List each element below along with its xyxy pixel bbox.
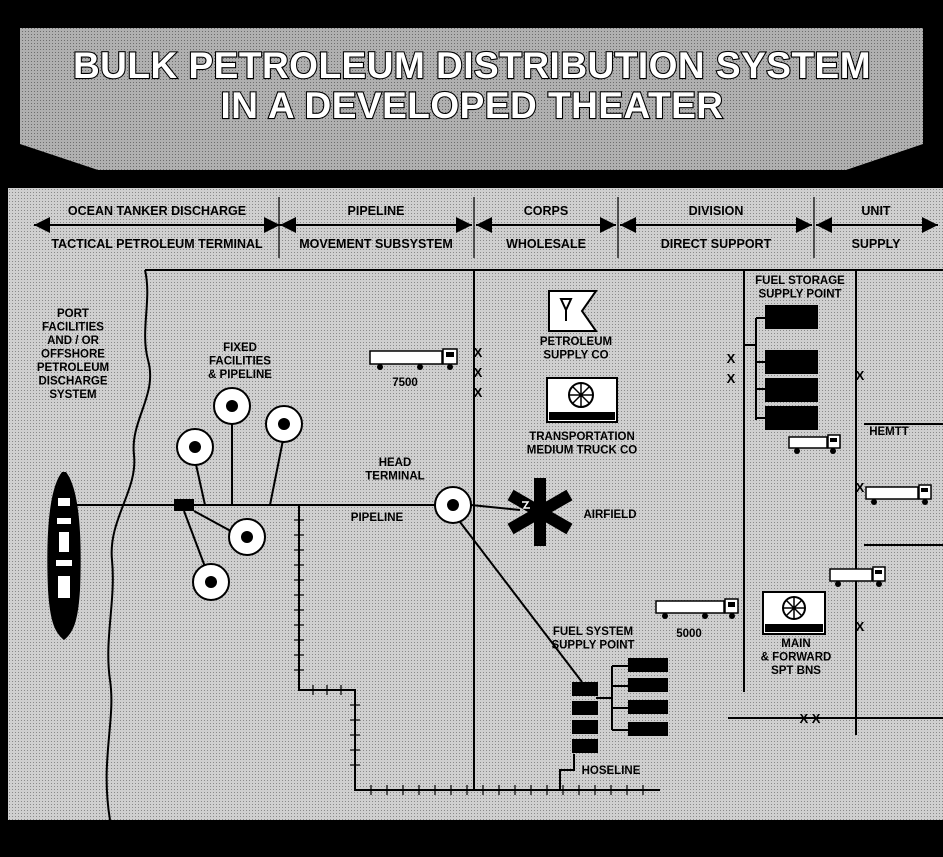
label-line: SUPPLY CO [543,350,608,362]
label-line: TRANSPORTATION [529,431,635,443]
bladder-icon [765,378,818,402]
hemtt-truck-icon [788,434,841,454]
tactical-pipeline [294,505,660,795]
boundary-mark: X [474,365,483,380]
fuel-storage-supply-point-label: FUEL STORAGE SUPPLY POINT [755,275,845,301]
airfield-icon [507,478,573,546]
boundary-mark: X [856,619,865,634]
transportation-truck-co-label: TRANSPORTATION MEDIUM TRUCK CO [527,431,638,457]
col-4-top: DIVISION [689,204,744,218]
pipeline-label: PIPELINE [351,512,404,524]
tanker-truck-5000-icon [655,598,739,619]
tanker-ship-icon [47,472,81,640]
fuel-truck-icon [829,566,886,587]
hemtt-label: HEMTT [869,426,909,438]
label-line: DISCHARGE [38,376,107,388]
label-line: FACILITIES [209,356,271,368]
pipeline-branch [459,521,583,683]
petroleum-supply-co-icon [548,290,598,332]
petroleum-supply-co-label: PETROLEUM SUPPLY CO [540,336,612,362]
label-line: SUPPLY POINT [551,640,634,652]
head-terminal-label: HEAD TERMINAL [365,457,424,483]
label-line: FIXED [223,342,257,354]
boundary-mark: X [727,351,736,366]
label-line: AND / OR [47,335,99,347]
boundary-mark: X [856,480,865,495]
bladder-icon [572,739,598,753]
tanker-truck-7500-icon [369,348,458,370]
label-line: FUEL SYSTEM [553,626,633,638]
col-3-bottom: WHOLESALE [506,237,586,251]
truck-7500-label: 7500 [392,377,418,389]
boundary-mark: X [474,385,483,400]
label-line: TERMINAL [365,471,424,483]
label-line: FACILITIES [42,322,104,334]
airfield-link [470,504,521,511]
col-2-bottom: MOVEMENT SUBSYSTEM [299,237,453,251]
hoseline-label: HOSELINE [582,765,641,777]
boundary-mark: X [856,368,865,383]
col-1-top: OCEAN TANKER DISCHARGE [68,204,246,218]
col-2-top: PIPELINE [348,204,405,218]
title-band: BULK PETROLEUM DISTRIBUTION SYSTEM IN A … [20,28,923,170]
storage-tanks [176,387,472,601]
fuel-storage-supply-point [744,305,818,430]
boundary-mark: X X [800,711,821,726]
title-line-1: BULK PETROLEUM DISTRIBUTION SYSTEM [73,45,871,86]
bladder-icon [572,701,598,715]
label-line: SYSTEM [49,389,96,401]
junction-block [174,499,194,511]
col-5-bottom: SUPPLY [852,237,902,251]
label-line: PETROLEUM [37,362,109,374]
boundary-mark: X [727,371,736,386]
bladder-icon [765,350,818,374]
column-headers: OCEAN TANKER DISCHARGE TACTICAL PETROLEU… [34,197,938,258]
label-line: MAIN [781,638,810,650]
label-line: & FORWARD [761,652,832,664]
bladder-icon [628,700,668,714]
bladder-icon [628,658,668,672]
bladder-icon [765,305,818,329]
col-1-bottom: TACTICAL PETROLEUM TERMINAL [51,237,263,251]
col-3-top: CORPS [524,204,568,218]
coastline [105,269,152,821]
title-line-2: IN A DEVELOPED THEATER [220,85,723,126]
fuel-truck-icon [865,484,932,505]
fixed-facilities-label: FIXED FACILITIES& PIPELINE [208,342,272,381]
airfield-label: AIRFIELD [583,509,636,521]
boundary-mark: X [474,345,483,360]
label-line: MEDIUM TRUCK CO [527,445,638,457]
bladder-icon [628,722,668,736]
label-line: & PIPELINE [208,369,272,381]
bladder-icon [765,406,818,430]
bladder-icon [628,678,668,692]
label-line: PORT [57,308,89,320]
fuel-system-supply-point [559,658,668,790]
label-line: PETROLEUM [540,336,612,348]
label-line: HEAD [379,457,412,469]
transportation-truck-co-icon [546,377,618,423]
truck-5000-label: 5000 [676,628,702,640]
col-5-top: UNIT [861,204,891,218]
fuel-system-supply-point-label: FUEL SYSTEM SUPPLY POINT [551,626,634,652]
label-line: OFFSHORE [41,349,105,361]
main-forward-spt-bns-icon [762,591,826,635]
col-4-bottom: DIRECT SUPPORT [661,237,772,251]
label-line: SPT BNS [771,665,821,677]
label-line: FUEL STORAGE [755,275,845,287]
bladder-icon [572,682,598,696]
label-line: SUPPLY POINT [758,289,841,301]
bladder-icon [572,720,598,734]
